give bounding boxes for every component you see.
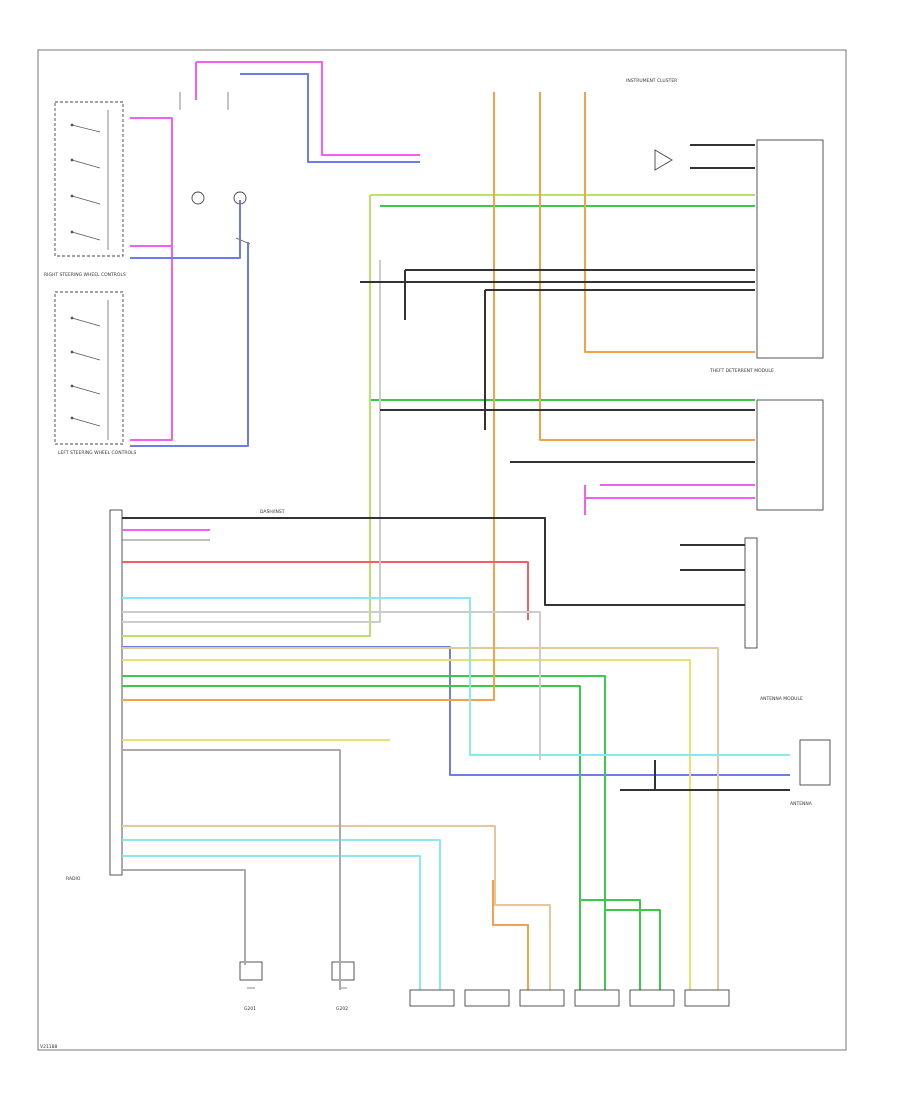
tan-wires [122, 647, 719, 990]
right-steering-wheel-controls: RIGHT STEERING WHEEL CONTROLS [44, 101, 126, 278]
antenna-block: ANTENNA [790, 739, 831, 807]
right-switch-label: RIGHT STEERING WHEEL CONTROLS [44, 272, 126, 278]
red-wires [122, 561, 529, 620]
theft-deterrent-module: THEFT DETERRENT MODULE [709, 368, 824, 511]
ground-right-label: G202 [336, 1006, 348, 1012]
footer-code: V21188 [40, 1044, 58, 1050]
cluster-label: INSTRUMENT CLUSTER [626, 78, 677, 84]
ground-left-label: G201 [244, 1006, 256, 1012]
speaker-1 [409, 989, 455, 1007]
antenna-module: ANTENNA MODULE [744, 537, 803, 702]
theft-module-label: THEFT DETERRENT MODULE [709, 368, 774, 374]
light-green-wires [122, 194, 755, 990]
antenna-label: ANTENNA [790, 801, 813, 807]
speaker-6 [684, 989, 730, 1007]
speaker-5 [629, 989, 675, 1007]
ground-g201: G201 [239, 961, 263, 1012]
dark-green-wires [122, 205, 755, 990]
orange-wires [122, 92, 755, 990]
speaker-3 [519, 989, 565, 1007]
left-switch-label: LEFT STEERING WHEEL CONTROLS [58, 450, 137, 456]
ground-g202: G202 [331, 961, 355, 1012]
speakers [409, 989, 730, 1007]
pink-wires [122, 61, 755, 531]
antenna-module-label: ANTENNA MODULE [760, 696, 803, 702]
radio-label: RADIO [66, 876, 81, 882]
light-blue-wires [122, 597, 790, 990]
instrument-cluster-module: INSTRUMENT CLUSTER [626, 78, 824, 359]
connector-label: DASH/INST [260, 509, 285, 515]
speaker-4 [574, 989, 620, 1007]
diagram-frame [37, 49, 847, 1051]
speaker-2 [464, 989, 510, 1007]
left-steering-wheel-controls: LEFT STEERING WHEEL CONTROLS [54, 291, 137, 456]
black-wires [122, 144, 790, 791]
gray-wires [122, 260, 541, 990]
